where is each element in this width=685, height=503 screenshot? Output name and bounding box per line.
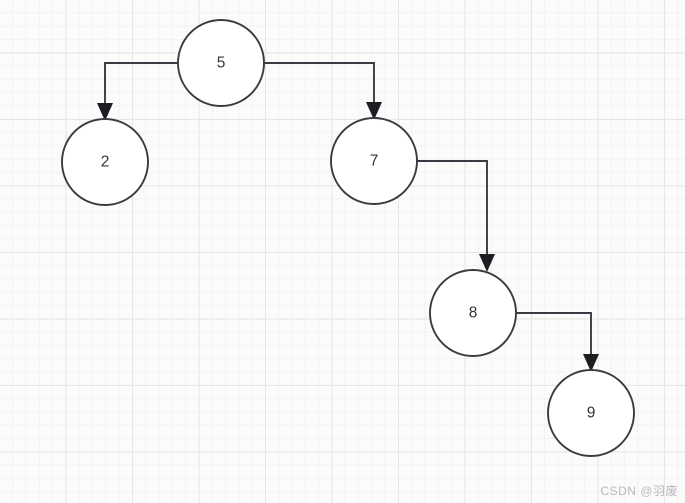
node-8-circle[interactable] xyxy=(429,269,517,357)
arrowhead-5-to-2 xyxy=(97,103,113,121)
node-5[interactable]: 5 xyxy=(177,19,265,107)
edge-5-to-7 xyxy=(264,62,375,111)
edge-7-to-8 xyxy=(417,160,488,263)
node-9-circle[interactable] xyxy=(547,369,635,457)
node-9[interactable]: 9 xyxy=(547,369,635,457)
node-9-label: 9 xyxy=(587,405,596,422)
edge-group xyxy=(104,62,592,363)
node-7-circle[interactable] xyxy=(330,117,418,205)
node-2[interactable]: 2 xyxy=(61,118,149,206)
node-2-circle[interactable] xyxy=(61,118,149,206)
node-2-label: 2 xyxy=(101,154,110,171)
arrowhead-8-to-9 xyxy=(583,354,599,372)
node-8-label: 8 xyxy=(469,305,478,322)
arrowhead-7-to-8 xyxy=(479,254,495,272)
node-8[interactable]: 8 xyxy=(429,269,517,357)
arrowhead-5-to-7 xyxy=(366,102,382,120)
node-5-circle[interactable] xyxy=(177,19,265,107)
node-5-label: 5 xyxy=(217,55,226,72)
node-7[interactable]: 7 xyxy=(330,117,418,205)
edge-5-to-2 xyxy=(104,62,178,112)
arrowhead-group xyxy=(97,102,599,372)
node-7-label: 7 xyxy=(370,153,379,170)
edge-8-to-9 xyxy=(516,312,592,363)
node-group: 5 2 7 8 9 xyxy=(61,19,635,457)
watermark-text: CSDN @羽废 xyxy=(600,484,678,498)
